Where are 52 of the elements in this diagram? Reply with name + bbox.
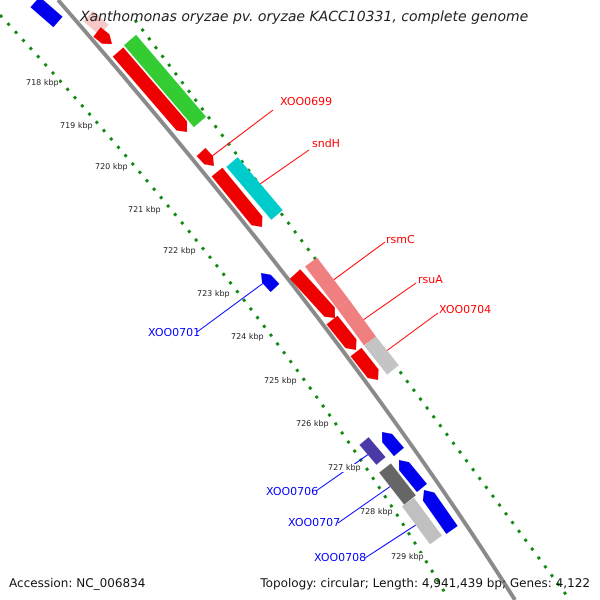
- title: Xanthomonas oryzae pv. oryzae KACC10331, complete genome: [80, 10, 528, 24]
- leader-line: [338, 486, 390, 524]
- leader-line: [260, 150, 310, 184]
- gene-label: rsmC: [386, 234, 415, 245]
- gene-bar: [350, 348, 379, 380]
- gene-bar: [212, 168, 262, 227]
- gene-bar: [359, 437, 386, 465]
- tick-label: 729 kbp: [391, 553, 424, 561]
- gene-bar: [93, 27, 112, 44]
- gene-bar: [336, 300, 376, 346]
- gene-label: XOO0701: [148, 327, 200, 338]
- gene-label: XOO0704: [439, 304, 492, 315]
- leader-line: [364, 524, 416, 558]
- tick-label: 727 kbp: [328, 464, 361, 472]
- tick-label: 721 kbp: [128, 206, 161, 214]
- gene-label: XOO0699: [280, 96, 332, 107]
- tick-label: 726 kbp: [296, 420, 329, 428]
- gene-bar: [422, 490, 458, 534]
- tick-label: 725 kbp: [264, 377, 297, 385]
- tick-label: 718 kbp: [26, 79, 59, 87]
- gene-bar: [290, 269, 335, 318]
- leader-line: [386, 312, 438, 351]
- leader-line: [196, 283, 264, 332]
- gene-bar: [399, 460, 427, 492]
- gene-bar: [326, 316, 356, 350]
- gene-label: XOO0707: [288, 517, 340, 528]
- gene-bar: [112, 47, 188, 132]
- leader-line: [363, 282, 416, 320]
- tick-label: 719 kbp: [60, 122, 93, 130]
- info-text: Accession: NC_006834: [9, 577, 146, 589]
- gene-label: XOO0708: [314, 552, 366, 563]
- tick-label: 723 kbp: [197, 290, 230, 298]
- gene-bar: [364, 336, 399, 375]
- tick-label: 724 kbp: [231, 333, 264, 341]
- gene-bar: [124, 34, 206, 128]
- tick-label: 722 kbp: [163, 247, 196, 255]
- leader-line: [333, 242, 386, 280]
- tick-label: 728 kbp: [360, 508, 393, 516]
- gene-label: rsuA: [418, 274, 443, 285]
- info-text: Topology: circular; Length: 4,941,439 bp; Genes: 4,122: [260, 577, 590, 589]
- gene-bar: [226, 157, 283, 220]
- gene-bar: [261, 273, 280, 292]
- gene-bar: [402, 498, 442, 544]
- gene-bar: [196, 148, 214, 166]
- gene-bar: [305, 258, 349, 308]
- gene-bar: [379, 463, 416, 505]
- tick-label: 720 kbp: [95, 163, 128, 171]
- gene-label: XOO0706: [266, 486, 318, 497]
- gene-label: sndH: [312, 138, 340, 149]
- leader-line: [212, 110, 274, 156]
- gene-bar: [30, 0, 63, 28]
- gene-bar: [382, 432, 404, 456]
